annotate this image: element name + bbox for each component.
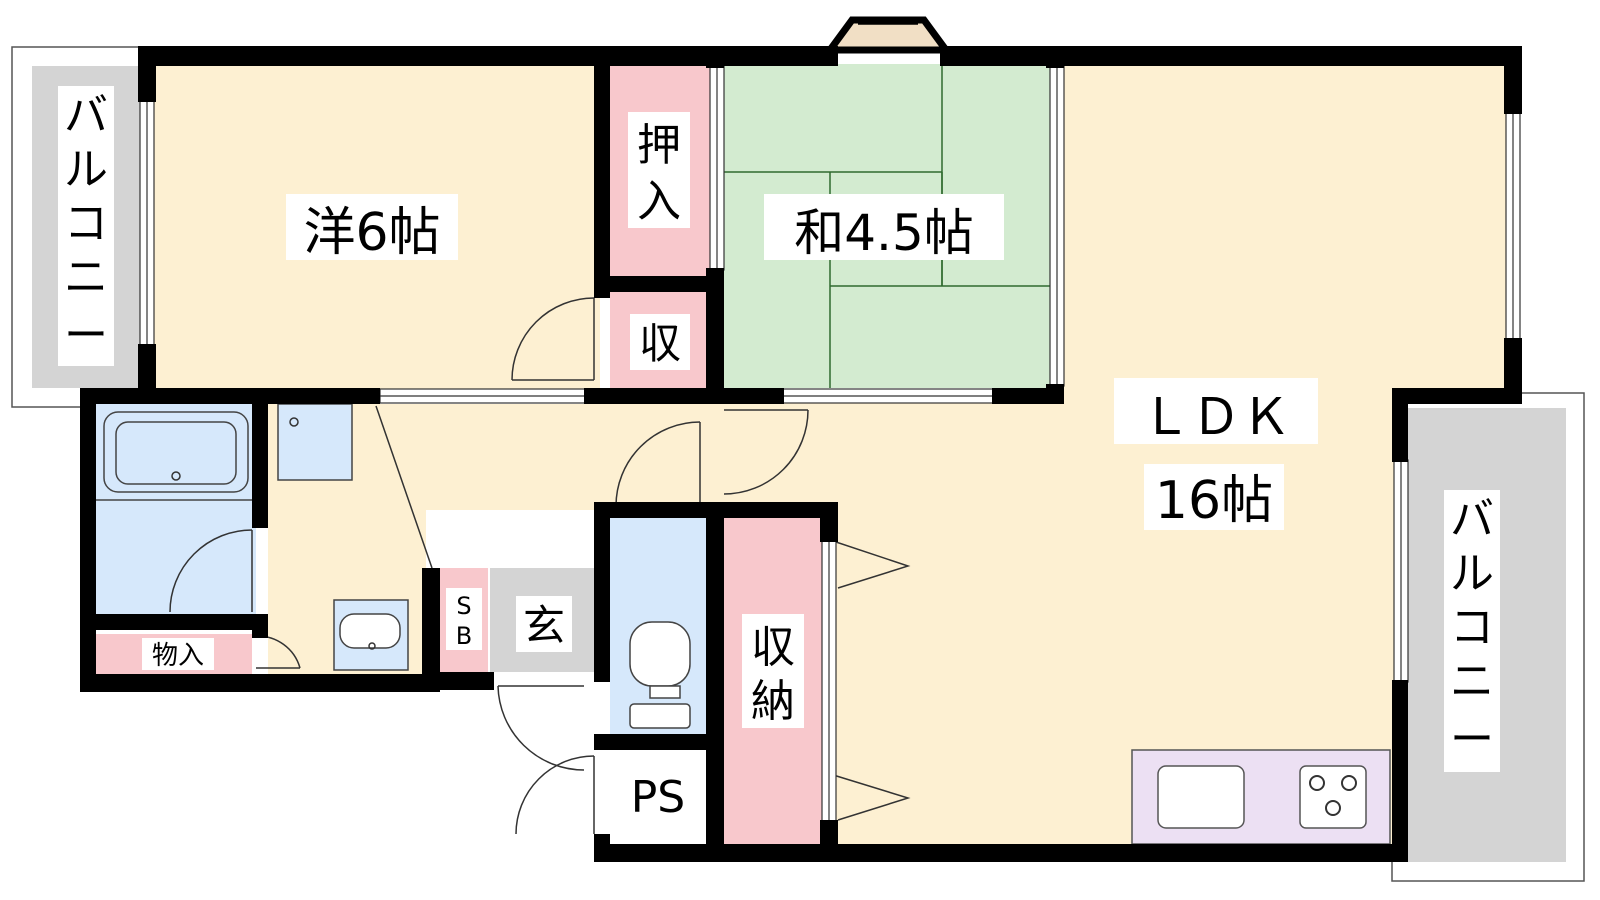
svg-text:ＬＤＫ: ＬＤＫ <box>1141 388 1291 446</box>
svg-text:洋6帖: 洋6帖 <box>303 203 440 263</box>
label-japanese-room: 和4.5帖 <box>764 194 1004 262</box>
svg-text:収: 収 <box>751 622 795 673</box>
svg-text:ニ: ニ <box>64 252 108 303</box>
svg-text:押: 押 <box>637 120 681 171</box>
label-pipe-space: PS <box>631 772 685 823</box>
svg-text:バ: バ <box>1450 494 1494 545</box>
label-balcony-left: バ ル コ ニ ー <box>58 86 114 366</box>
label-ldk-name: ＬＤＫ <box>1114 378 1318 446</box>
bathtub-icon <box>96 411 256 501</box>
pipe-space-floor <box>610 748 706 844</box>
svg-text:B: B <box>456 622 472 650</box>
bay-window <box>823 16 953 54</box>
svg-text:収: 収 <box>639 319 681 368</box>
label-oshiire: 押 入 <box>628 112 690 228</box>
svg-text:16帖: 16帖 <box>1155 471 1273 531</box>
label-large-storage: 収 納 <box>742 614 804 728</box>
sink-icon <box>1157 765 1245 829</box>
label-storeroom: 物入 <box>142 638 214 671</box>
svg-text:物入: 物入 <box>152 641 204 671</box>
svg-text:バ: バ <box>64 90 108 141</box>
svg-text:ル: ル <box>1450 548 1494 599</box>
svg-text:ル: ル <box>64 144 108 195</box>
svg-text:PS: PS <box>631 772 685 823</box>
kitchen-counter <box>1131 749 1391 845</box>
svg-text:納: 納 <box>751 676 795 727</box>
label-small-storage: 収 <box>630 314 690 370</box>
label-ldk-size: 16帖 <box>1144 464 1284 531</box>
ldk-floor <box>1060 56 1514 398</box>
svg-text:ー: ー <box>1450 714 1494 765</box>
svg-text:ー: ー <box>64 310 108 361</box>
label-entrance: 玄 <box>516 596 572 652</box>
washroom-curtain-line <box>375 405 433 569</box>
label-shoe-box: S B <box>446 588 482 650</box>
svg-text:コ: コ <box>1450 602 1494 653</box>
label-western-room: 洋6帖 <box>286 194 458 263</box>
stove-icon <box>1299 765 1367 829</box>
toilet-icon <box>629 621 691 729</box>
svg-text:和4.5帖: 和4.5帖 <box>794 204 974 262</box>
svg-text:ニ: ニ <box>1450 656 1494 707</box>
washing-machine-icon <box>277 403 353 481</box>
label-balcony-right: バ ル コ ニ ー <box>1444 490 1500 772</box>
svg-text:コ: コ <box>64 198 108 249</box>
door-swings <box>169 297 911 835</box>
svg-text:S: S <box>456 592 471 620</box>
walls <box>80 46 1522 862</box>
svg-text:玄: 玄 <box>523 601 565 650</box>
svg-text:入: 入 <box>637 176 681 227</box>
washbasin-icon <box>333 599 409 671</box>
